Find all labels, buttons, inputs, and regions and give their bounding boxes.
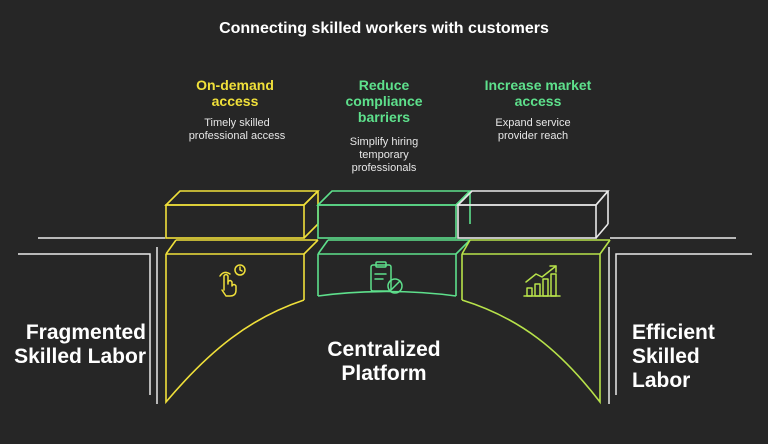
ground-lines [18,237,752,404]
benefit-desc-compliance: Simplify hiring temporary professionals [349,136,419,174]
clipboard-no-icon [370,261,403,294]
arch-block-yellow [165,239,319,405]
block-top-white [456,190,610,239]
benefit-heading-market: Increase market access [484,77,592,109]
benefit-desc-on-demand: Timely skilled professional access [188,117,286,142]
benefit-heading-on-demand: On-demand access [196,77,274,109]
left-label-fragmented: Fragmented Skilled Labor [14,321,146,368]
growth-chart-icon [523,265,561,297]
block-top-green [316,190,472,239]
arch-block-lime [461,239,611,405]
benefit-desc-market: Expand service provider reach [495,117,571,142]
hand-tap-clock-icon [219,264,246,297]
benefit-heading-compliance: Reduce compliance barriers [345,77,423,125]
block-top-yellow [164,190,320,239]
center-label-platform: Centralized Platform [327,338,441,385]
right-label-efficient: Efficient Skilled Labor [632,321,715,392]
diagram-title: Connecting skilled workers with customer… [219,20,549,37]
